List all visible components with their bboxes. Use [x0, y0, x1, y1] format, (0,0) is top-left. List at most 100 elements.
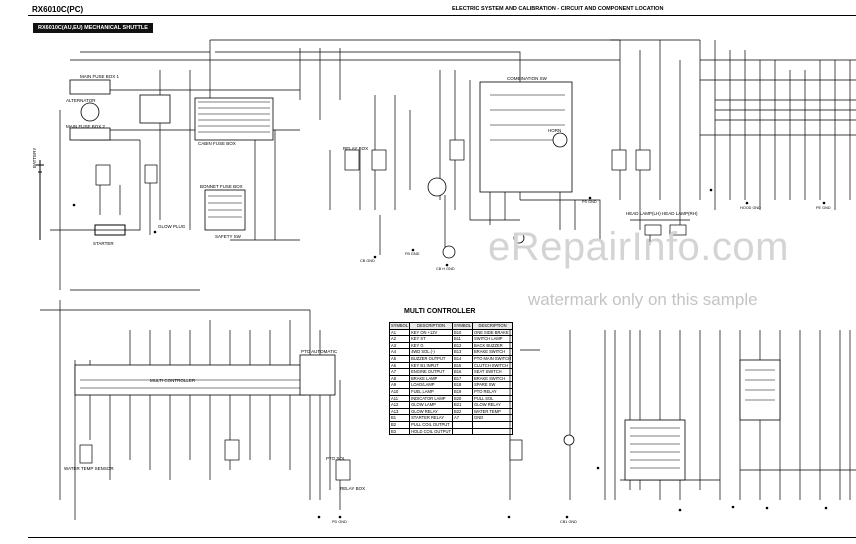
symbol-cell: B10 [451, 328, 474, 337]
ground-label: FB GND [405, 252, 420, 256]
symbol-cell: B3 [388, 427, 411, 436]
description-cell: PULL SOL [472, 394, 514, 403]
description-cell: LOAD/LAMP [409, 381, 453, 389]
column-header: SYMBOL [388, 322, 411, 330]
description-cell: KEY G [409, 341, 453, 350]
description-cell: SEAT SWITCH [472, 368, 514, 376]
relay-box-lower-label: RELAY BOX [340, 486, 366, 491]
main-fuse-box-2-label: MAIN FUSE BOX 2 [66, 124, 106, 129]
table-header-row: SYMBOL DESCRIPTION SYMBOL DESCRIPTION [388, 322, 514, 330]
section-tag: RX6010C(AU,EU) MECHANICAL SHUTTLE [33, 23, 153, 33]
symbol-cell: A12 [388, 401, 411, 409]
description-cell: BRAKE SWITCH [472, 374, 514, 383]
ground-label: PS GND [582, 200, 597, 204]
column-header: SYMBOL [451, 322, 474, 330]
description-cell: BUZZER OUTPUT [409, 354, 453, 363]
header-rule [28, 15, 856, 16]
combination-sw-label: COMBINATION SW [507, 76, 547, 81]
description-cell: FUEL LAMP [409, 387, 453, 396]
description-cell: KEY ST [409, 335, 453, 343]
symbol-cell: B12 [451, 341, 474, 350]
description-cell: GLOW RELAY [409, 407, 453, 416]
description-cell: KEY B1 INPUT [409, 361, 453, 370]
battery-label: BATTERY [32, 147, 37, 168]
footer-rule [28, 537, 856, 538]
pto-automatic-label: PTO AUTOMATIC [301, 349, 338, 354]
page-title: ELECTRIC SYSTEM AND CALIBRATION - CIRCUI… [452, 6, 664, 12]
description-cell: CLUTCH SWITCH [472, 361, 514, 370]
symbol-cell: B14 [451, 354, 474, 363]
ground-label: PE GND [816, 206, 831, 210]
relay-box-label: RELAY BOX [343, 146, 369, 151]
description-cell: STARTER RELAY [409, 414, 453, 422]
ground-label: HOOD GND [740, 206, 761, 210]
symbol-cell: B15 [451, 361, 474, 370]
bonnet-fuse-box-label: BONNET FUSE BOX [200, 184, 243, 189]
symbol-cell: A13 [388, 407, 411, 416]
symbol-cell: B19 [451, 387, 474, 396]
symbol-cell: A2 [388, 335, 411, 343]
description-cell: PTO RELAY [472, 387, 514, 396]
head-lamp-label: HEAD LAMP(LH) HEAD LAMP(RH) [626, 211, 698, 216]
horn-label: HORN [548, 128, 562, 133]
safety-sw-label: SAFETY SW [215, 234, 241, 239]
description-cell: GND [472, 414, 514, 422]
description-cell: PTO MAIN SWITCH [472, 354, 514, 363]
symbol-cell: A7 [451, 414, 474, 422]
symbol-cell: A3 [388, 341, 411, 350]
water-temp-sensor-label: WATER TEMP SENSOR [64, 466, 114, 471]
column-header: DESCRIPTION [472, 322, 514, 330]
alternator-label: ALTERNATOR [66, 98, 96, 103]
symbol-cell: B18 [451, 381, 474, 389]
description-cell: GLOW RELAY [472, 401, 514, 409]
description-cell: INDICATOR LAMP [409, 394, 453, 403]
ground-label: PD GND [332, 520, 347, 524]
ground-label: CB GND [360, 259, 375, 263]
symbol-cell: A7 [388, 368, 411, 376]
symbol-cell: B21 [451, 401, 474, 409]
watermark-note: watermark only on this sample [528, 290, 758, 309]
multi-controller-table: SYMBOL DESCRIPTION SYMBOL DESCRIPTION A1… [388, 322, 514, 436]
symbol-cell: A8 [388, 374, 411, 383]
description-cell: PULL COIL OUTPUT [409, 420, 453, 429]
multi-controller-label: MULTI CONTROLLER [150, 378, 196, 383]
description-cell [472, 427, 514, 436]
description-cell: SWITCH LAMP [472, 335, 514, 343]
glow-plug-label: GLOW PLUG [158, 224, 186, 229]
description-cell: GLOW LAMP [409, 401, 453, 409]
symbol-cell: A5 [388, 354, 411, 363]
main-fuse-box-1-label: MAIN FUSE BOX 1 [80, 74, 120, 79]
description-cell: ONE SIDE BRAKE [472, 328, 514, 337]
pto-sol-label: PTO SOL [326, 456, 346, 461]
symbol-cell: B16 [451, 368, 474, 376]
description-cell: WATER TEMP [472, 407, 514, 416]
column-header: DESCRIPTION [409, 322, 453, 330]
multi-controller-table-title: MULTI CONTROLLER [404, 308, 476, 315]
symbol-cell: A9 [388, 381, 411, 389]
description-cell: KEY ON +12V [409, 328, 453, 337]
model-label: RX6010C(PC) [32, 5, 84, 14]
description-cell: SPARE SW [472, 381, 514, 389]
symbol-cell: B22 [451, 407, 474, 416]
symbol-cell: A1 [388, 328, 411, 337]
ground-label: CB1 GND [560, 520, 577, 524]
symbol-cell: B17 [451, 374, 474, 383]
description-cell [472, 420, 514, 429]
description-cell: BRAKE LAMP [409, 374, 453, 383]
